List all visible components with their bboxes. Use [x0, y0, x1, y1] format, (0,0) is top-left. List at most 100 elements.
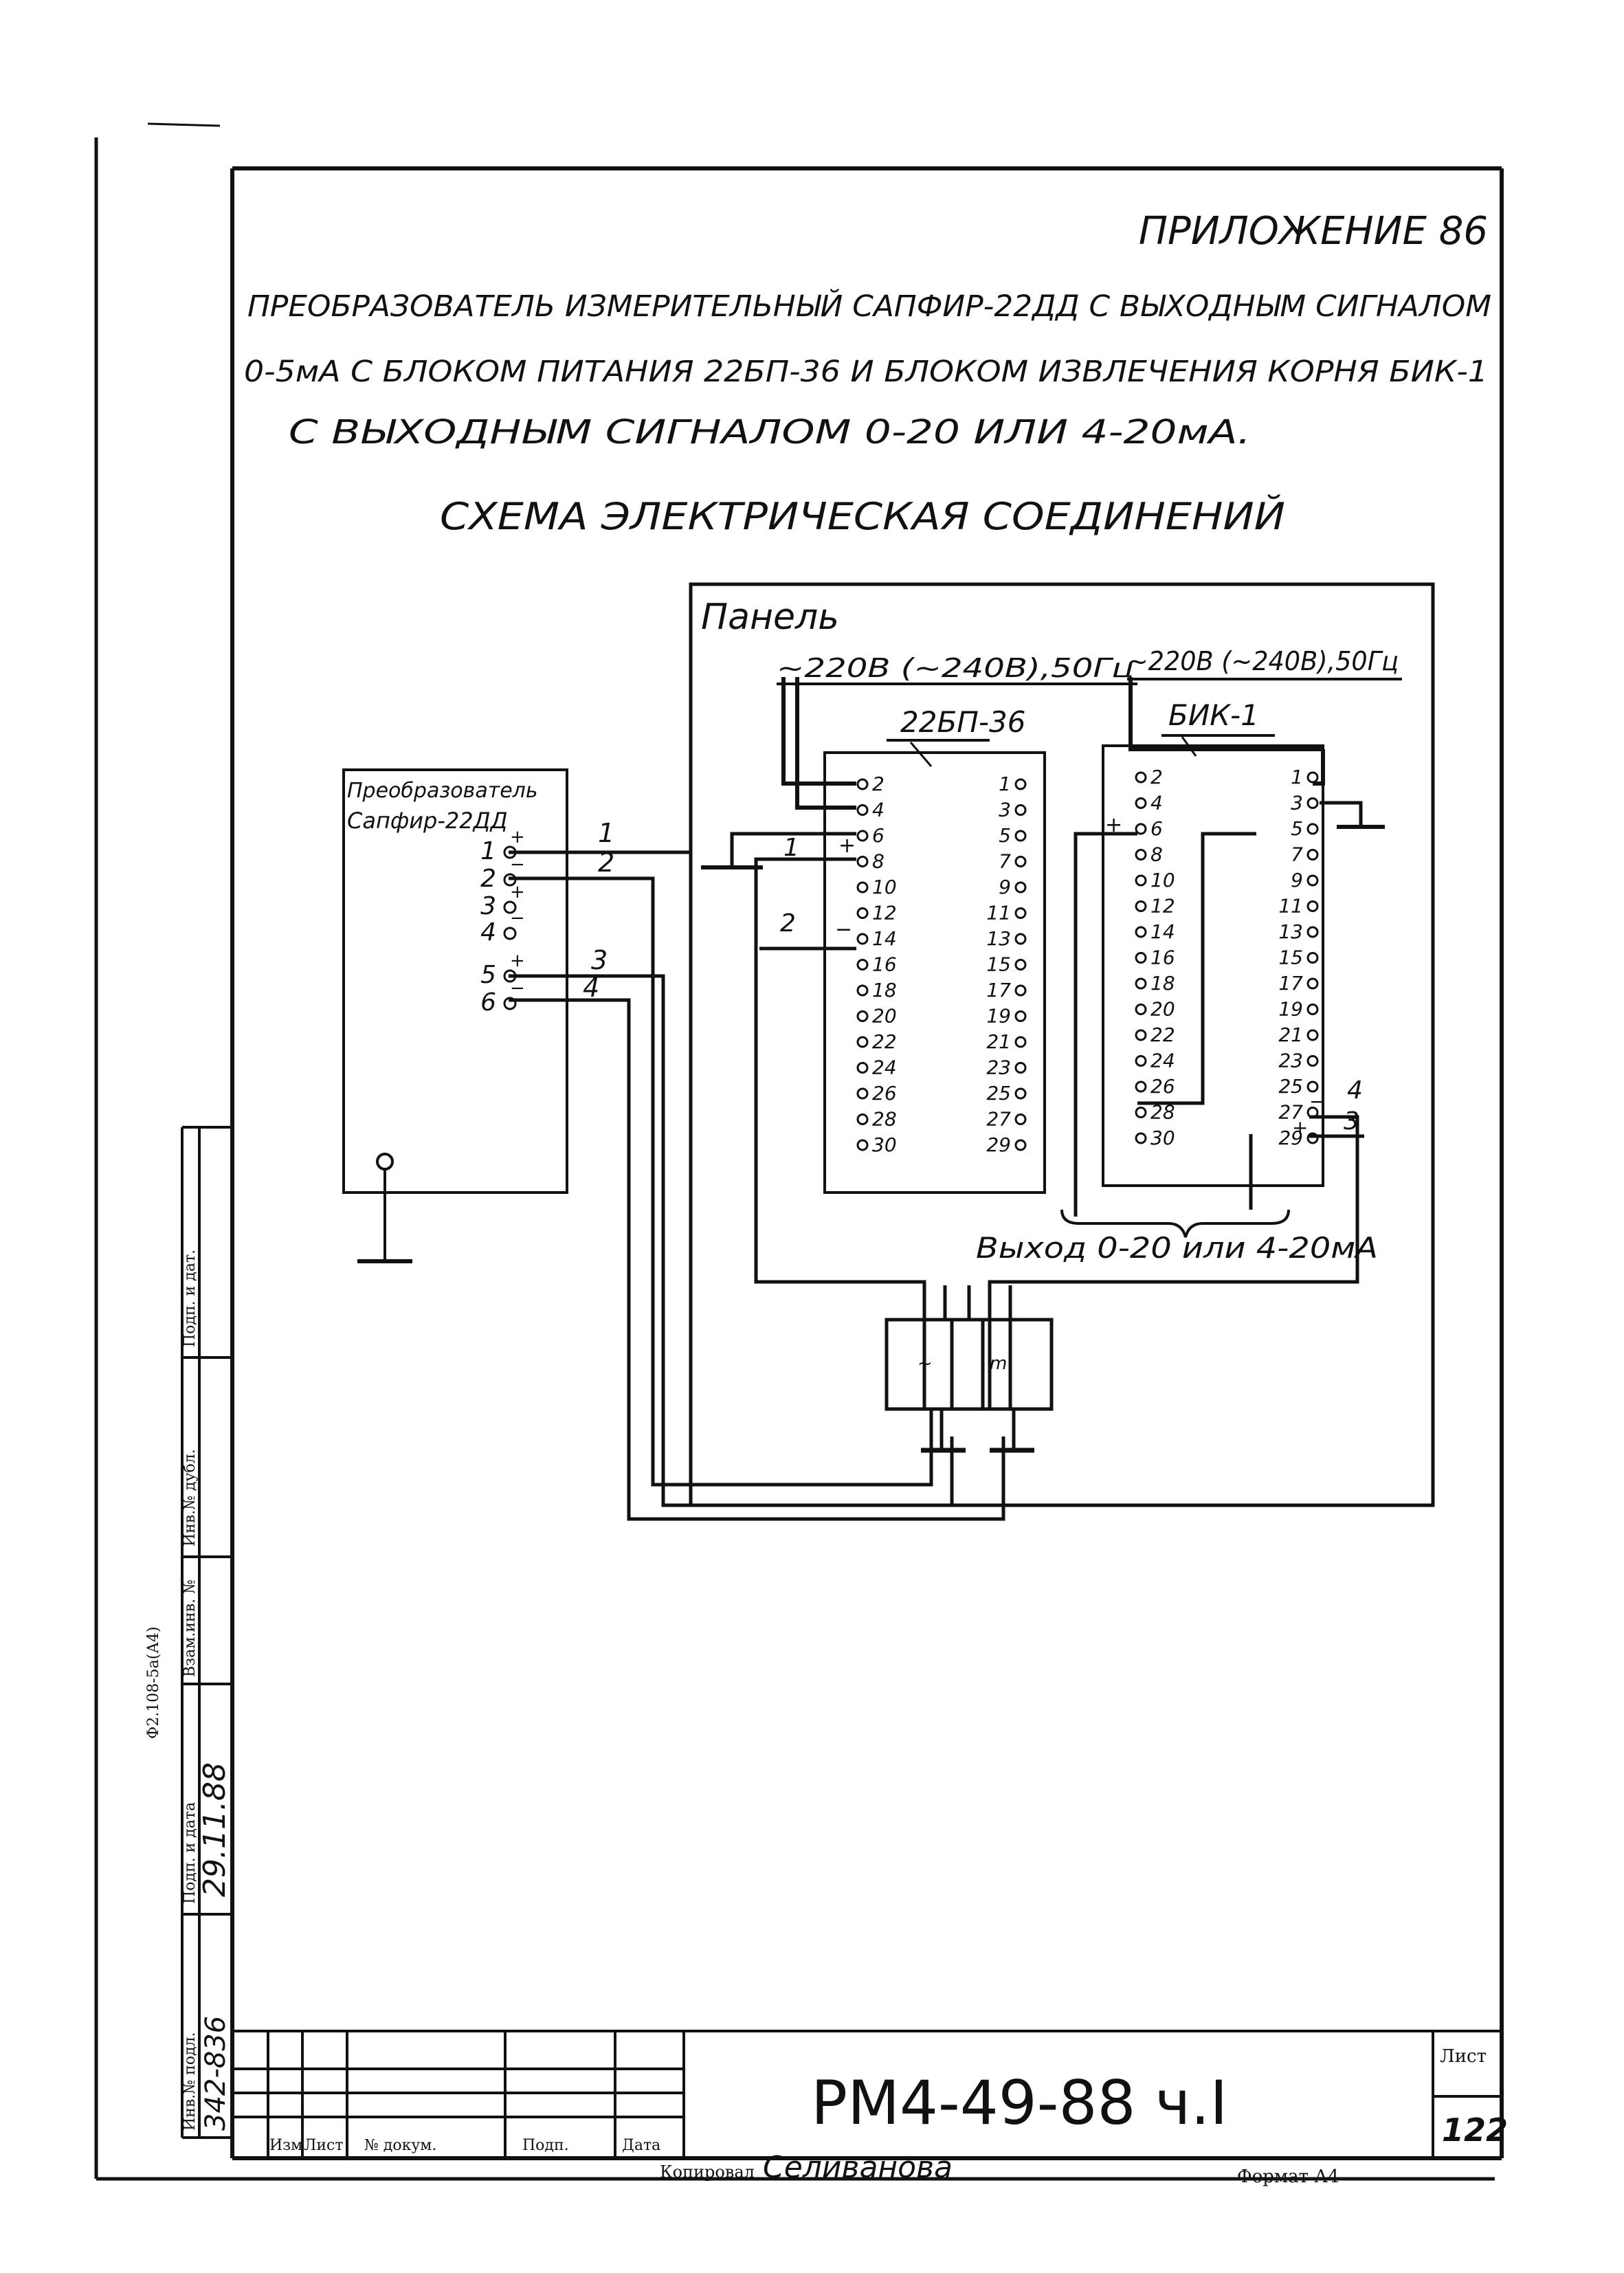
terminal-label: 25: [1278, 1075, 1303, 1098]
panel-outline: [689, 582, 1435, 1507]
terminal-7-right: [1306, 849, 1319, 861]
terminal-8-left: [856, 856, 869, 867]
sheet-label: Лист: [1440, 2046, 1487, 2067]
form-code: Ф2.108-5а(А4): [145, 1626, 162, 1739]
stamp-sign-date: 29.11.88: [197, 1762, 232, 1897]
terminal-30-left: [1135, 1132, 1147, 1144]
converter-terminal-3: [503, 900, 517, 914]
terminal-2-left: [1135, 771, 1147, 784]
terminal-9-right: [1306, 874, 1319, 887]
converter-terminal-4: [503, 927, 517, 940]
wire-label-4: 4: [583, 973, 599, 1003]
terminal-6-left: [856, 830, 869, 842]
format-label: Формат А4: [1237, 2166, 1339, 2187]
bik-wire-label-3: 3: [1344, 1107, 1359, 1135]
title-line-3: С ВЫХОДНЫМ СИГНАЛОМ 0-20 ИЛИ 4-20мА.: [289, 413, 1251, 452]
wire-conv-3: [509, 974, 954, 1507]
terminal-label: 14: [1150, 920, 1175, 943]
terminal-label: 17: [1278, 972, 1303, 995]
terminal-13-right: [1014, 933, 1027, 945]
converter-terminal-label: 2: [480, 865, 496, 893]
converter-terminal-6: [503, 997, 517, 1010]
stamp-inv-number: 342-836: [200, 2016, 232, 2131]
power-unit-name: 22БП-36: [900, 705, 1025, 739]
terminal-label: 22: [872, 1030, 897, 1053]
terminal-label: 16: [872, 953, 897, 976]
terminal-label: 3: [999, 799, 1011, 821]
terminal-11-right: [1014, 907, 1027, 919]
terminal-20-left: [856, 1010, 869, 1022]
converter-box: [342, 768, 568, 1194]
terminal-label: 27: [1278, 1101, 1303, 1124]
terminal-label: 3: [1291, 792, 1303, 814]
terminal-label: 9: [999, 876, 1011, 898]
terminal-label: 21: [986, 1030, 1011, 1053]
terminal-label: 6: [1150, 817, 1163, 840]
terminal-label: 8: [872, 850, 885, 873]
side-stamp: [181, 1126, 232, 2139]
terminal-label: 16: [1150, 946, 1175, 969]
converter-terminal-polarity: −: [510, 854, 525, 875]
terminal-10-left: [1135, 874, 1147, 887]
converter-model: Сапфир-22ДД: [347, 808, 508, 834]
terminal-18-left: [1135, 977, 1147, 990]
terminal-label: 5: [999, 824, 1011, 847]
terminal-2-left: [856, 778, 869, 790]
terminal-label: 23: [986, 1056, 1011, 1079]
terminal-label: 2: [1150, 766, 1163, 788]
terminal-label: 20: [872, 1005, 897, 1028]
terminal-22-left: [1135, 1029, 1147, 1041]
terminal-label: 19: [986, 1005, 1011, 1028]
converter-terminal-label: 6: [480, 988, 496, 1017]
converter-terminal-polarity: +: [510, 827, 525, 847]
terminal-10-left: [856, 881, 869, 894]
terminal-label: 24: [872, 1056, 897, 1079]
terminal-label: 4: [1150, 792, 1163, 814]
converter-terminal-polarity: +: [510, 951, 525, 971]
terminal-label: 30: [872, 1133, 897, 1156]
svg-text:+: +: [1105, 813, 1122, 837]
terminal-label: 5: [1291, 817, 1303, 840]
converter-terminal-label: 3: [480, 892, 496, 920]
terminal-label: 26: [1150, 1075, 1175, 1098]
terminal-label: 12: [872, 902, 897, 924]
converter-terminal-label: 4: [480, 918, 496, 946]
terminal-label: 25: [986, 1082, 1011, 1105]
terminal-3-right: [1306, 797, 1319, 809]
terminal-28-left: [1135, 1107, 1147, 1118]
terminal-label: 14: [872, 927, 897, 950]
terminal-21-right: [1014, 1036, 1027, 1048]
terminal-29-right: [1306, 1132, 1319, 1144]
power-unit-terminals: 2468101214161820222426283013579111315171…: [856, 773, 1027, 1156]
panel-label: Панель: [701, 597, 839, 638]
bp-wire-label-2: 2: [780, 909, 796, 938]
terminal-15-right: [1306, 952, 1319, 964]
terminal-30-left: [856, 1139, 869, 1151]
terminal-label: 30: [1150, 1127, 1175, 1149]
wire-conv-4: [509, 998, 1005, 1521]
copied-by: Селиванова: [763, 2150, 953, 2185]
terminal-label: 6: [872, 824, 885, 847]
terminal-label: 29: [1278, 1127, 1303, 1149]
sheet-frame: [94, 122, 1495, 2181]
output-label: Выход 0-20 или 4-20мА: [976, 1231, 1378, 1265]
terminal-26-left: [856, 1087, 869, 1100]
col-sign: Подп.: [522, 2137, 569, 2154]
terminal-label: 4: [872, 799, 885, 821]
terminal-label: 10: [872, 876, 897, 898]
terminal-19-right: [1014, 1010, 1027, 1022]
wire-label-2: 2: [598, 847, 614, 878]
terminal-23-right: [1306, 1055, 1319, 1067]
terminal-5-right: [1306, 823, 1319, 835]
converter-terminal-polarity: +: [510, 882, 525, 902]
supply-label-left: ~220В (~240В),50Гц: [777, 653, 1134, 683]
wire-label-3: 3: [591, 945, 608, 975]
terminal-label: 18: [1150, 972, 1175, 995]
terminal-6-left: [1135, 823, 1147, 835]
converter-terminal-label: 1: [480, 837, 496, 865]
root-unit-wiring: [1074, 801, 1385, 1217]
terminal-label: 22: [1150, 1023, 1175, 1046]
svg-text:−: −: [1309, 1090, 1325, 1113]
terminal-label: 17: [986, 979, 1011, 1001]
